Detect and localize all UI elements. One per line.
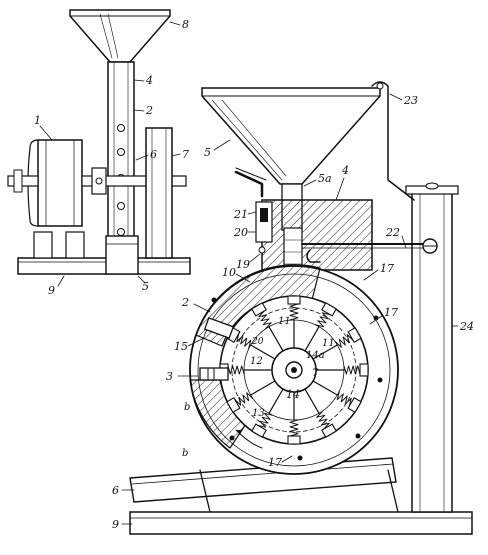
side-view-base xyxy=(17,257,191,275)
spoke-piston xyxy=(347,397,362,413)
label-20: 20 xyxy=(233,226,248,239)
label-16: 17 xyxy=(380,262,394,275)
spoke-spring xyxy=(315,312,331,328)
spoke-piston xyxy=(347,327,362,343)
spoke-piston xyxy=(321,302,337,317)
label-14a: 14a xyxy=(306,350,325,361)
spoke-spring xyxy=(336,391,352,407)
spoke-shaft xyxy=(250,344,276,360)
spoke-piston xyxy=(287,295,301,305)
main-view xyxy=(129,81,473,535)
rotor-spokes xyxy=(219,295,369,445)
spoke-piston xyxy=(226,397,241,413)
spoke-piston xyxy=(251,302,267,317)
side-view-hopper xyxy=(69,9,171,63)
label-12: 12 xyxy=(250,356,263,367)
label-10: 10 xyxy=(222,266,236,279)
label-b2: b xyxy=(182,448,188,459)
label-24: 24 xyxy=(459,320,474,333)
spoke-shaft xyxy=(304,388,320,414)
label-6: 5 xyxy=(142,280,149,293)
label-11b: 11 xyxy=(322,338,335,349)
main-view-hopper xyxy=(201,87,381,185)
label-22: 22 xyxy=(385,226,400,239)
spoke-spring xyxy=(227,365,245,375)
label-13: 13 xyxy=(252,408,265,419)
side-view-labels: 8 4 2 6 7 1 5 9 xyxy=(34,18,189,297)
label-11a: 11 xyxy=(278,316,291,327)
spoke-shaft xyxy=(268,388,284,414)
label-9-main: 9 xyxy=(112,518,119,531)
main-view-housing xyxy=(261,199,373,271)
label-17b: 17 xyxy=(268,456,282,469)
label-14: 14 xyxy=(286,388,300,401)
spoke-spring xyxy=(257,412,273,428)
spoke-spring xyxy=(289,303,299,321)
side-view-motor xyxy=(37,139,83,227)
label-17a: 17 xyxy=(384,306,398,319)
label-b1: b xyxy=(184,402,190,413)
label-19: 19 xyxy=(236,258,250,271)
spoke-shaft xyxy=(268,326,284,352)
spoke-shaft xyxy=(250,380,276,396)
label-6-main: 6 xyxy=(112,484,119,497)
label-2-main: 2 xyxy=(181,296,189,309)
main-view-upright xyxy=(411,189,453,513)
label-7-main: 7 xyxy=(312,368,319,379)
spoke-shaft xyxy=(312,380,338,396)
spoke-spring xyxy=(343,365,361,375)
label-5-main: 5 xyxy=(204,146,211,159)
spoke-shaft xyxy=(304,326,320,352)
label-5a: 5a xyxy=(318,172,332,185)
label-4-main: 4 xyxy=(341,164,349,177)
spoke-piston xyxy=(321,423,337,438)
label-2: 2 xyxy=(145,104,153,117)
label-9: 9 xyxy=(48,284,55,297)
spoke-spring xyxy=(334,334,354,348)
spoke-spring xyxy=(258,310,272,330)
label-3: 3 xyxy=(166,370,173,383)
spoke-spring xyxy=(236,333,252,349)
side-view xyxy=(7,9,191,275)
side-view-column xyxy=(107,61,135,259)
label-23: 23 xyxy=(403,94,418,107)
main-view-labels: 23 5 5a 4 21 20 19 22 10 17 2 17 11 11 2… xyxy=(112,93,474,531)
label-1: 1 xyxy=(34,114,41,127)
main-view-base xyxy=(129,511,473,535)
spoke-piston xyxy=(287,435,301,445)
spoke-piston xyxy=(359,363,369,377)
label-5: 8 xyxy=(182,18,189,31)
label-21: 21 xyxy=(233,208,248,221)
spoke-piston xyxy=(251,423,267,438)
spoke-spring xyxy=(289,419,299,437)
label-8: 7 xyxy=(182,148,189,161)
label-4: 4 xyxy=(145,74,153,87)
label-20b: 20 xyxy=(251,337,264,347)
spoke-spring xyxy=(316,410,330,430)
label-15: 15 xyxy=(174,340,188,353)
spoke-spring xyxy=(234,392,254,406)
label-7: 6 xyxy=(150,148,157,161)
spoke-shaft xyxy=(312,344,338,360)
